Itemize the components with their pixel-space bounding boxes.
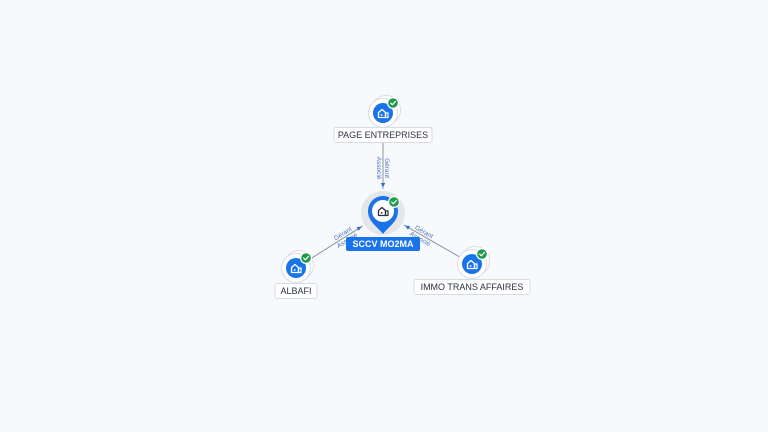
node-label-box — [333, 127, 433, 143]
building-icon — [377, 108, 389, 119]
relation-text: Gérant — [383, 158, 390, 178]
company-node[interactable]: PAGE ENTREPRISES — [333, 95, 433, 143]
relation-text: Associé — [375, 157, 382, 180]
company-name: PAGE ENTREPRISES — [338, 130, 428, 140]
building-icon — [290, 263, 302, 274]
company-name: ALBAFI — [280, 286, 311, 296]
edge-arrow — [356, 226, 362, 231]
node-label-box — [413, 279, 531, 295]
company-node[interactable]: IMMO TRANS AFFAIRES — [413, 246, 531, 295]
center-company-node[interactable]: SCCV MO2MA — [346, 191, 420, 251]
company-node[interactable]: ALBAFI — [274, 250, 318, 299]
building-icon — [377, 206, 389, 217]
verified-check-icon — [476, 248, 488, 260]
building-icon — [466, 259, 478, 270]
nodes: PAGE ENTREPRISES ALBAFI IMMO TRANS AFFAIRE… — [274, 95, 531, 299]
center-inner-disc — [372, 200, 394, 222]
center-company-name: SCCV MO2MA — [352, 239, 414, 249]
center-label-box — [346, 237, 420, 251]
edge-arrow — [405, 225, 411, 230]
edge-line — [308, 225, 363, 261]
verified-check-icon — [300, 252, 312, 264]
edge-arrow — [380, 183, 386, 188]
edge-line — [403, 224, 460, 257]
company-name: IMMO TRANS AFFAIRES — [421, 282, 524, 292]
verified-check-icon — [387, 97, 399, 109]
node-label-box — [274, 283, 318, 299]
verified-check-icon — [388, 196, 400, 208]
